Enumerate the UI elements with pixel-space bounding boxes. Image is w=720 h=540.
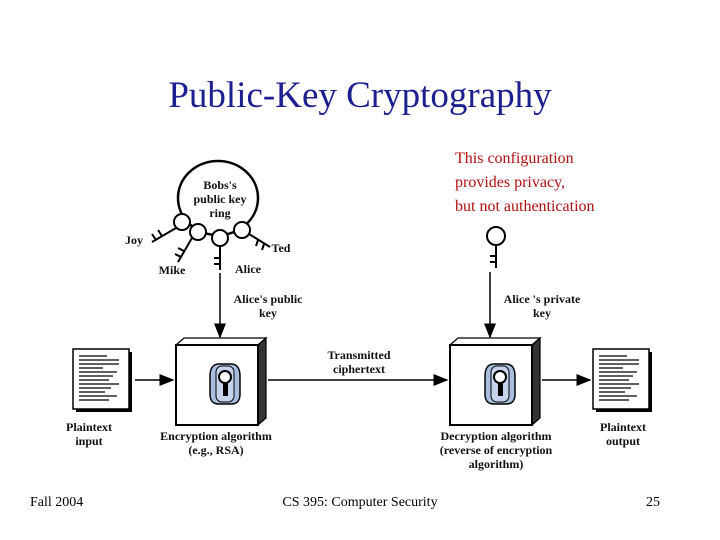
footer-course: CS 395: Computer Security [282,495,438,510]
plaintext-output-document-icon [592,348,652,412]
footer-page-number: 25 [646,495,660,510]
decryption-box-icon [448,336,542,427]
encryption-algorithm-label: Encryption algorithm (e.g., RSA) [160,429,272,457]
key-ring-label: Bobs's public key ring [193,178,247,220]
plaintext-output-label: Plaintext output [600,420,646,448]
plaintext-input-label: Plaintext input [66,420,112,448]
joy-key-icon [151,213,191,243]
mike-key-icon [174,223,207,263]
alice-private-key-icon [486,226,506,268]
joy-key-label: Joy [125,233,143,247]
encryption-lock-icon [209,363,241,405]
alice-key-label: Alice [235,262,261,276]
alice-private-key-label: Alice 's private key [503,292,581,320]
footer-date: Fall 2004 [30,495,84,510]
alice-key-icon [211,229,229,270]
decryption-lock-icon [484,363,516,405]
ted-key-label: Ted [271,241,291,255]
mike-key-label: Mike [158,263,186,277]
ted-key-icon [233,221,271,251]
alice-public-key-label: Alice's public key [233,292,303,320]
decryption-algorithm-label: Decryption algorithm (reverse of encrypt… [439,429,553,471]
privacy-note: This configuration provides privacy, but… [455,150,595,215]
transmitted-ciphertext-label: Transmitted ciphertext [327,348,391,376]
slide-title: Public-Key Cryptography [168,75,552,116]
plaintext-input-document-icon [72,348,132,412]
